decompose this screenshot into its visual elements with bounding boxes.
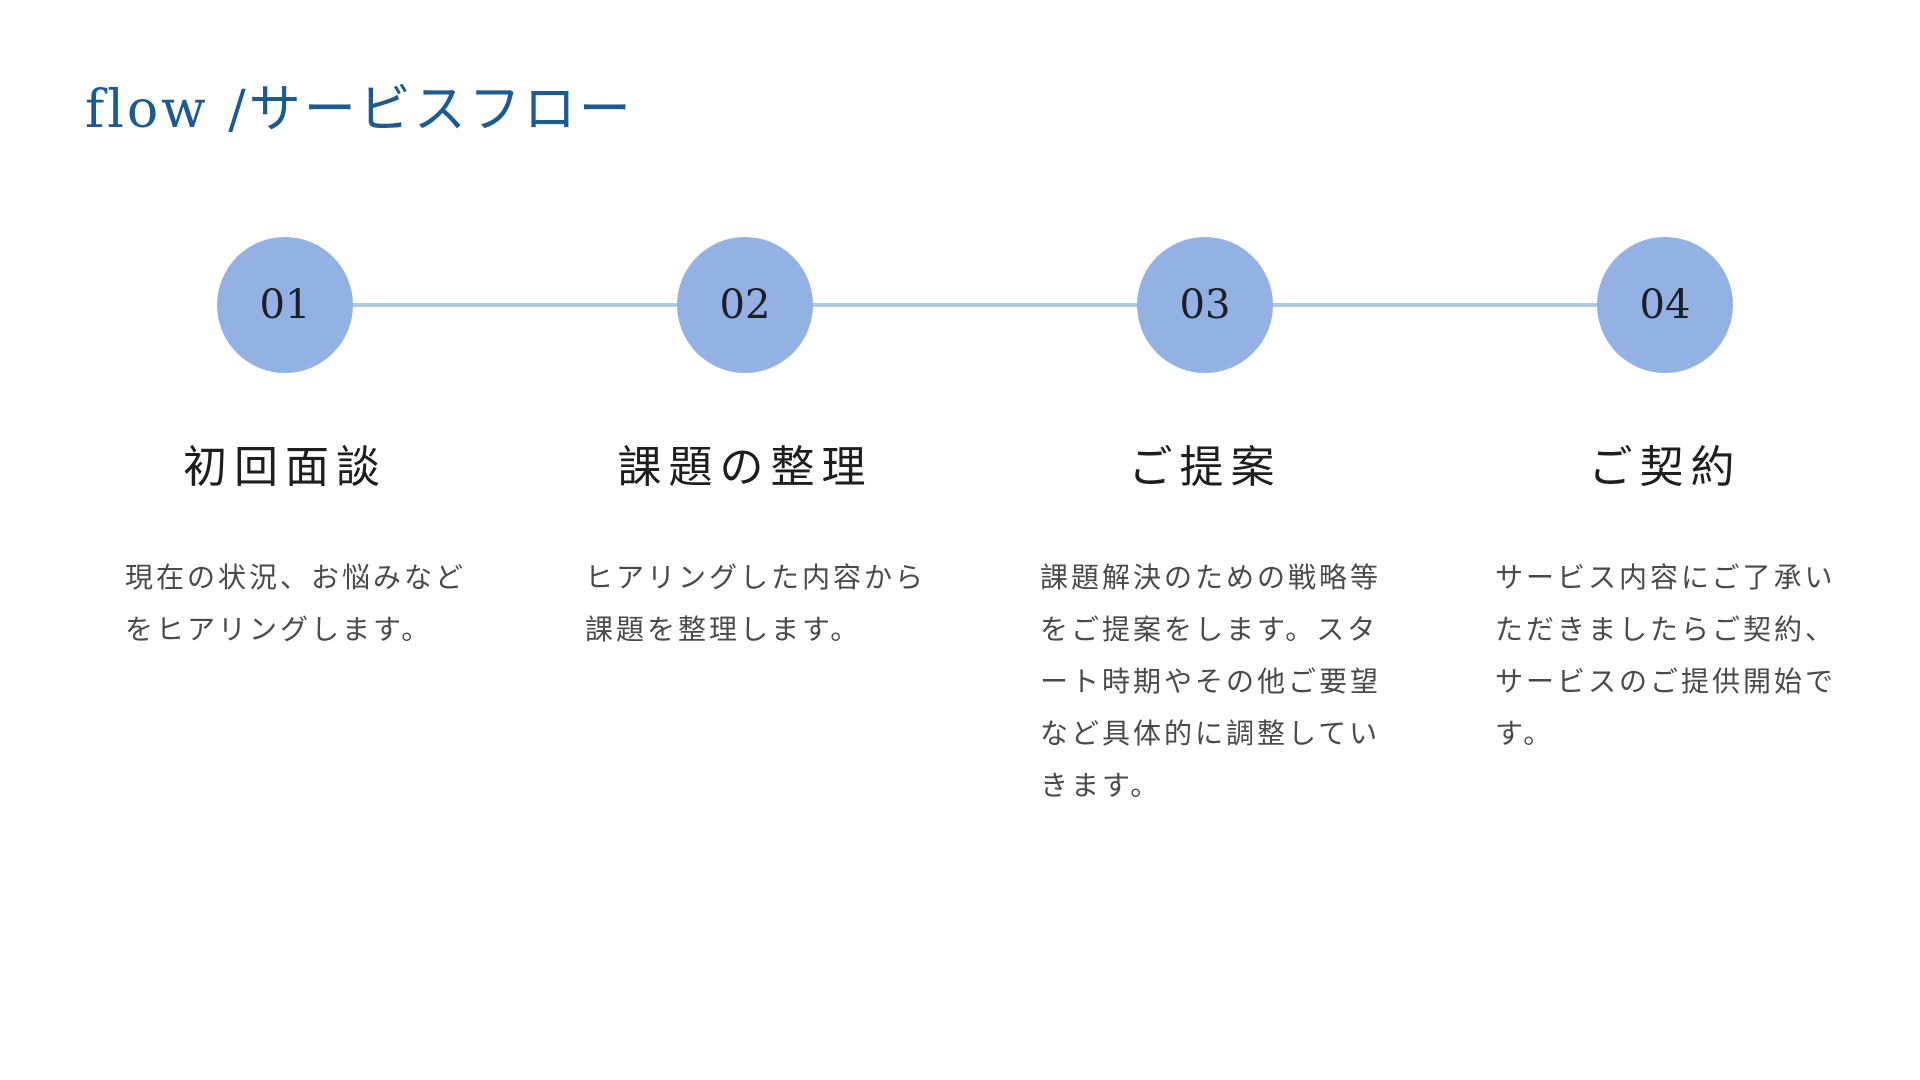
step-2-description: ヒアリングした内容から課題を整理します。 [585, 561, 927, 646]
timeline-connector-line [284, 303, 1664, 307]
step-2-title: 課題の整理 [617, 442, 873, 493]
step-4-title: ご契約 [1588, 442, 1742, 493]
step-3-circle: 03 [1137, 237, 1273, 373]
step-1-title: 初回面談 [183, 442, 387, 493]
step-3-title: ご提案 [1128, 442, 1282, 493]
step-3-description: 課題解決のための戦略等をご提案をします。スタート時期やその他ご要望など具体的に調… [1040, 561, 1382, 802]
step-3-number: 03 [1179, 282, 1231, 328]
page-title: flow /サービスフロー [85, 80, 634, 140]
step-1-description: 現在の状況、お悩みなどをヒアリングします。 [125, 561, 467, 646]
step-1-circle: 01 [217, 237, 353, 373]
step-2-number: 02 [719, 282, 771, 328]
step-2-circle: 02 [677, 237, 813, 373]
step-1-number: 01 [259, 282, 311, 328]
step-4-number: 04 [1639, 282, 1691, 328]
step-4-description: サービス内容にご了承いただきましたらご契約、サービスのご提供開始です。 [1495, 561, 1837, 750]
step-4-circle: 04 [1597, 237, 1733, 373]
